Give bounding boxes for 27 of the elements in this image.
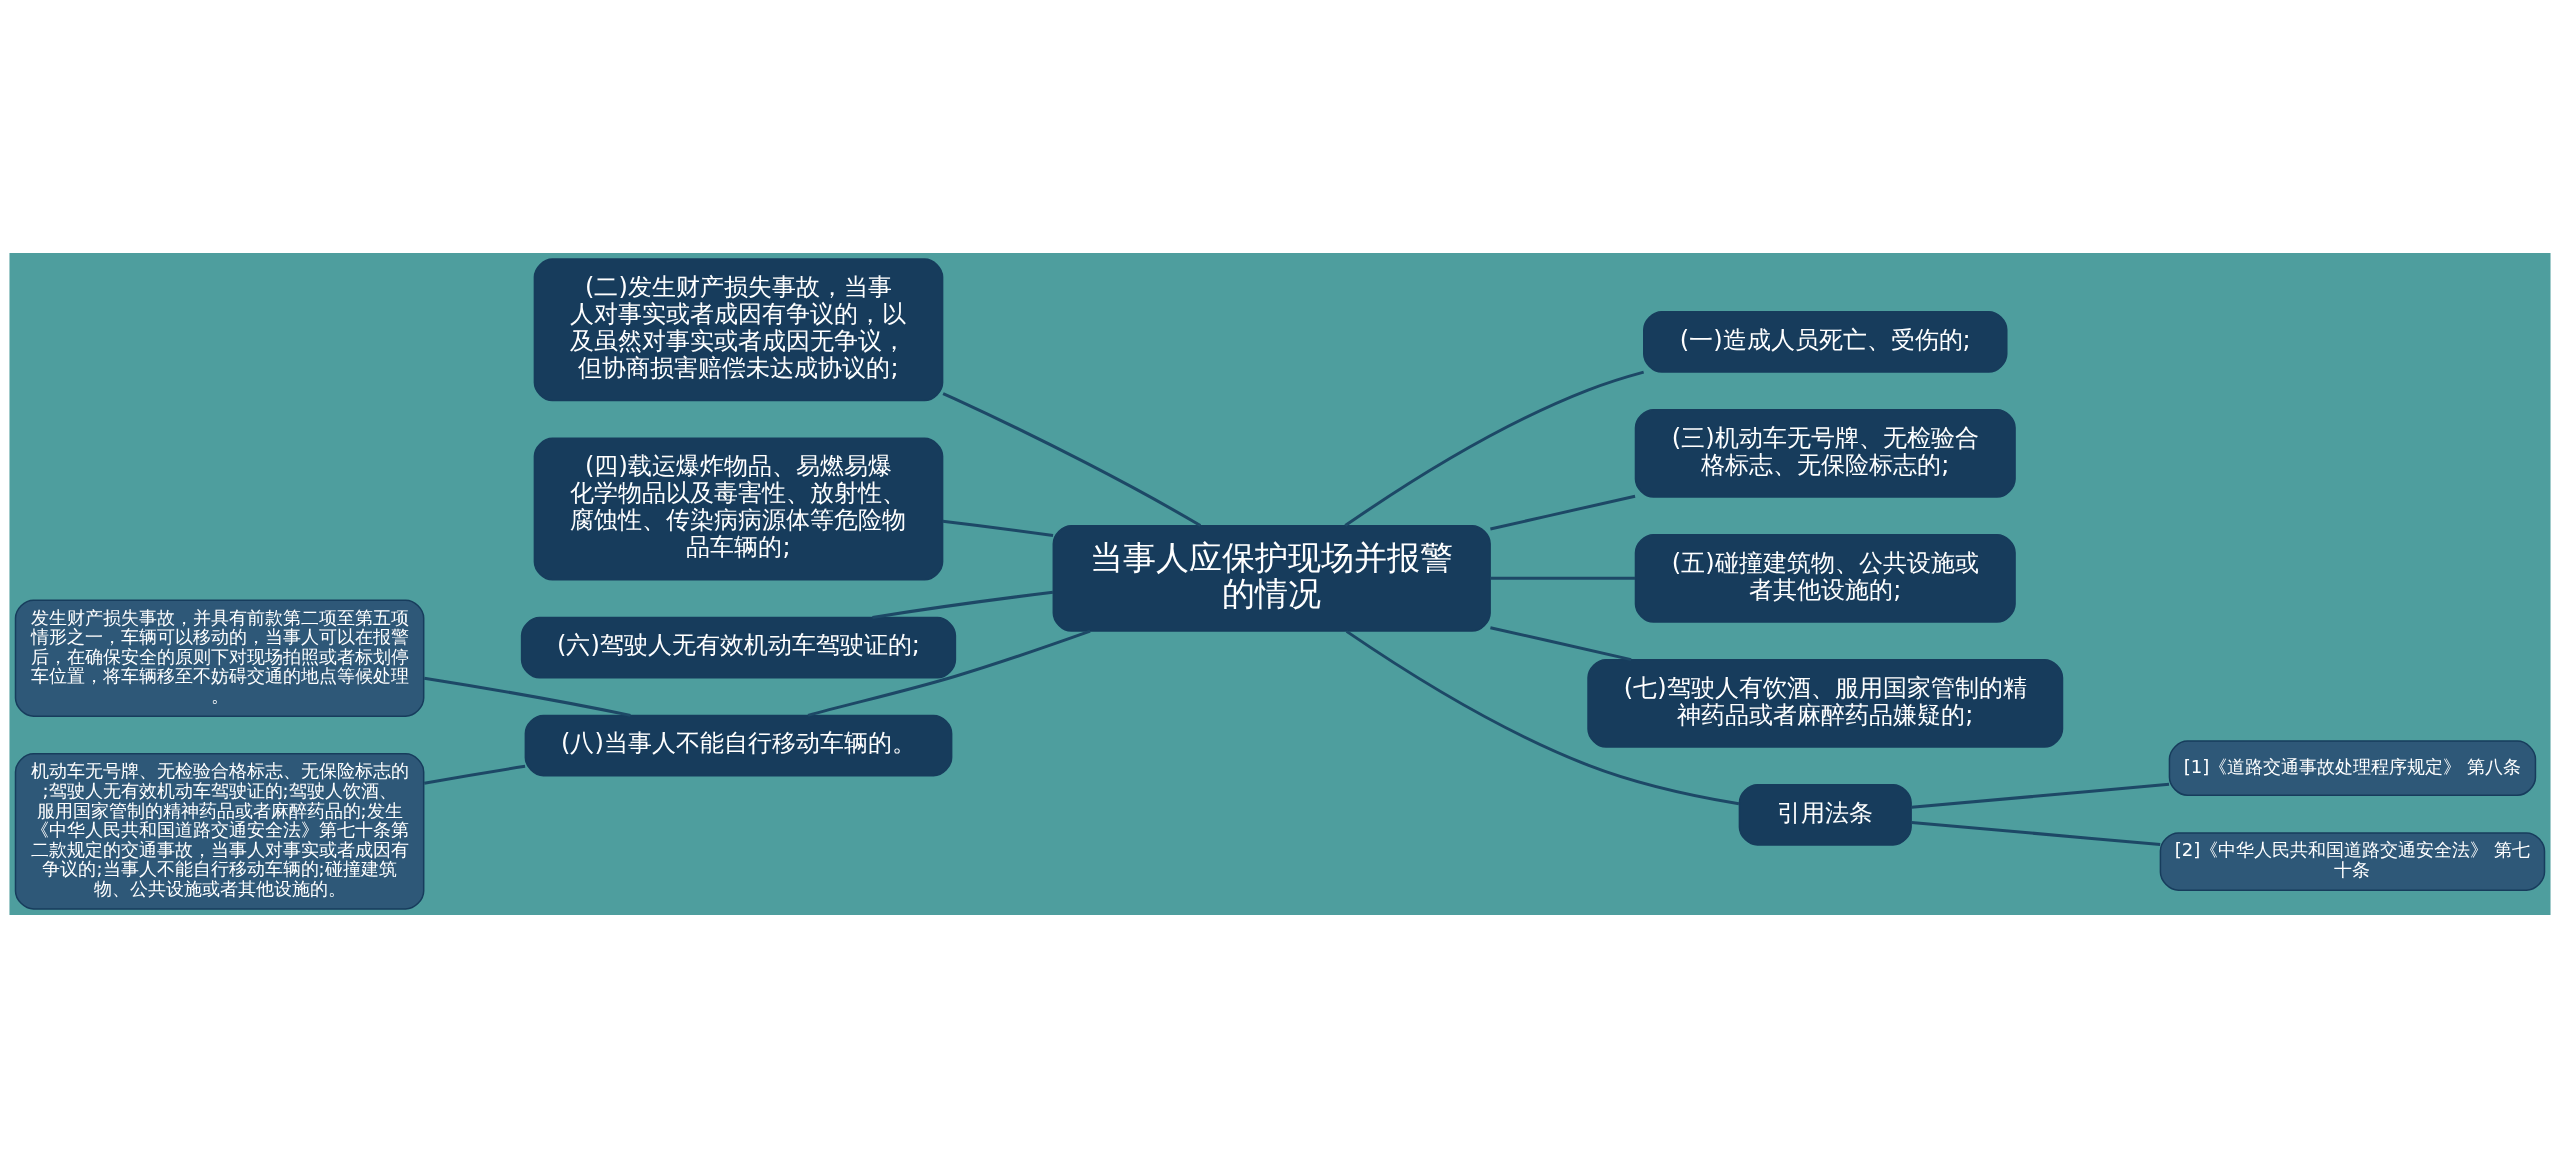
connector bbox=[942, 392, 1202, 527]
connector bbox=[1345, 630, 1740, 806]
connector bbox=[1490, 494, 1636, 531]
connector bbox=[1490, 576, 1636, 580]
node-box: (四)载运爆炸物品、易燃易爆化学物品以及毒害性、放射性、腐蚀性、传染病病源体等危险物品车辆的; bbox=[533, 437, 944, 581]
node-box: (一)造成人员死亡、受伤的; bbox=[1643, 311, 2008, 373]
connector bbox=[872, 590, 1054, 619]
node-box: (七)驾驶人有饮酒、服用国家管制的精神药品或者麻醉药品嫌疑的; bbox=[1587, 658, 2064, 748]
node-box: 当事人应保护现场并报警的情况 bbox=[1052, 524, 1491, 632]
connector bbox=[1911, 820, 2161, 847]
node-box: (二)发生财产损失事故，当事人对事实或者成因有争议的，以及虽然对事实或者成因无争议，但协商损害赔偿未达成协议的; bbox=[533, 258, 944, 402]
connector bbox=[424, 764, 526, 785]
node-box: [2]《中华人民共和国道路交通安全法》 第七十条 bbox=[2159, 832, 2546, 891]
node-box: (三)机动车无号牌、无检验合格标志、无保险标志的; bbox=[1634, 408, 2016, 498]
connector bbox=[942, 519, 1054, 537]
node-box: 发生财产损失事故，并具有前款第二项至第五项情形之一，车辆可以移动的，当事人可以在报警后，在确保安全的原则下对现场拍照或者标划停车位置，将车辆移至不妨碍交通的地点等候处理。 bbox=[14, 599, 425, 717]
node-box: (五)碰撞建筑物、公共设施或者其他设施的; bbox=[1634, 533, 2016, 623]
connector bbox=[1490, 626, 1632, 662]
connector bbox=[1911, 782, 2170, 809]
node-box: (六)驾驶人无有效机动车驾驶证的; bbox=[520, 616, 957, 679]
connector bbox=[1344, 370, 1645, 527]
node-box: 引用法条 bbox=[1738, 783, 1912, 846]
node-box: (八)当事人不能自行移动车辆的。 bbox=[524, 714, 953, 777]
connector bbox=[424, 676, 631, 717]
node-box: [1]《道路交通事故处理程序规定》 第八条 bbox=[2168, 740, 2537, 796]
node-box: 机动车无号牌、无检验合格标志、无保险标志的;驾驶人无有效机动车驾驶证的;驾驶人饮酒、服用国家管制的精神药品或者麻醉药品的;发生《中华人民共和国道路交通安全法》第七十条第二款规定的交通事故，当事人对事实或者成因有争议的;当事人不能自行移动车辆的;碰撞建筑物、公共设施或者其他设施的。 bbox=[14, 753, 425, 910]
connector bbox=[807, 629, 1091, 717]
